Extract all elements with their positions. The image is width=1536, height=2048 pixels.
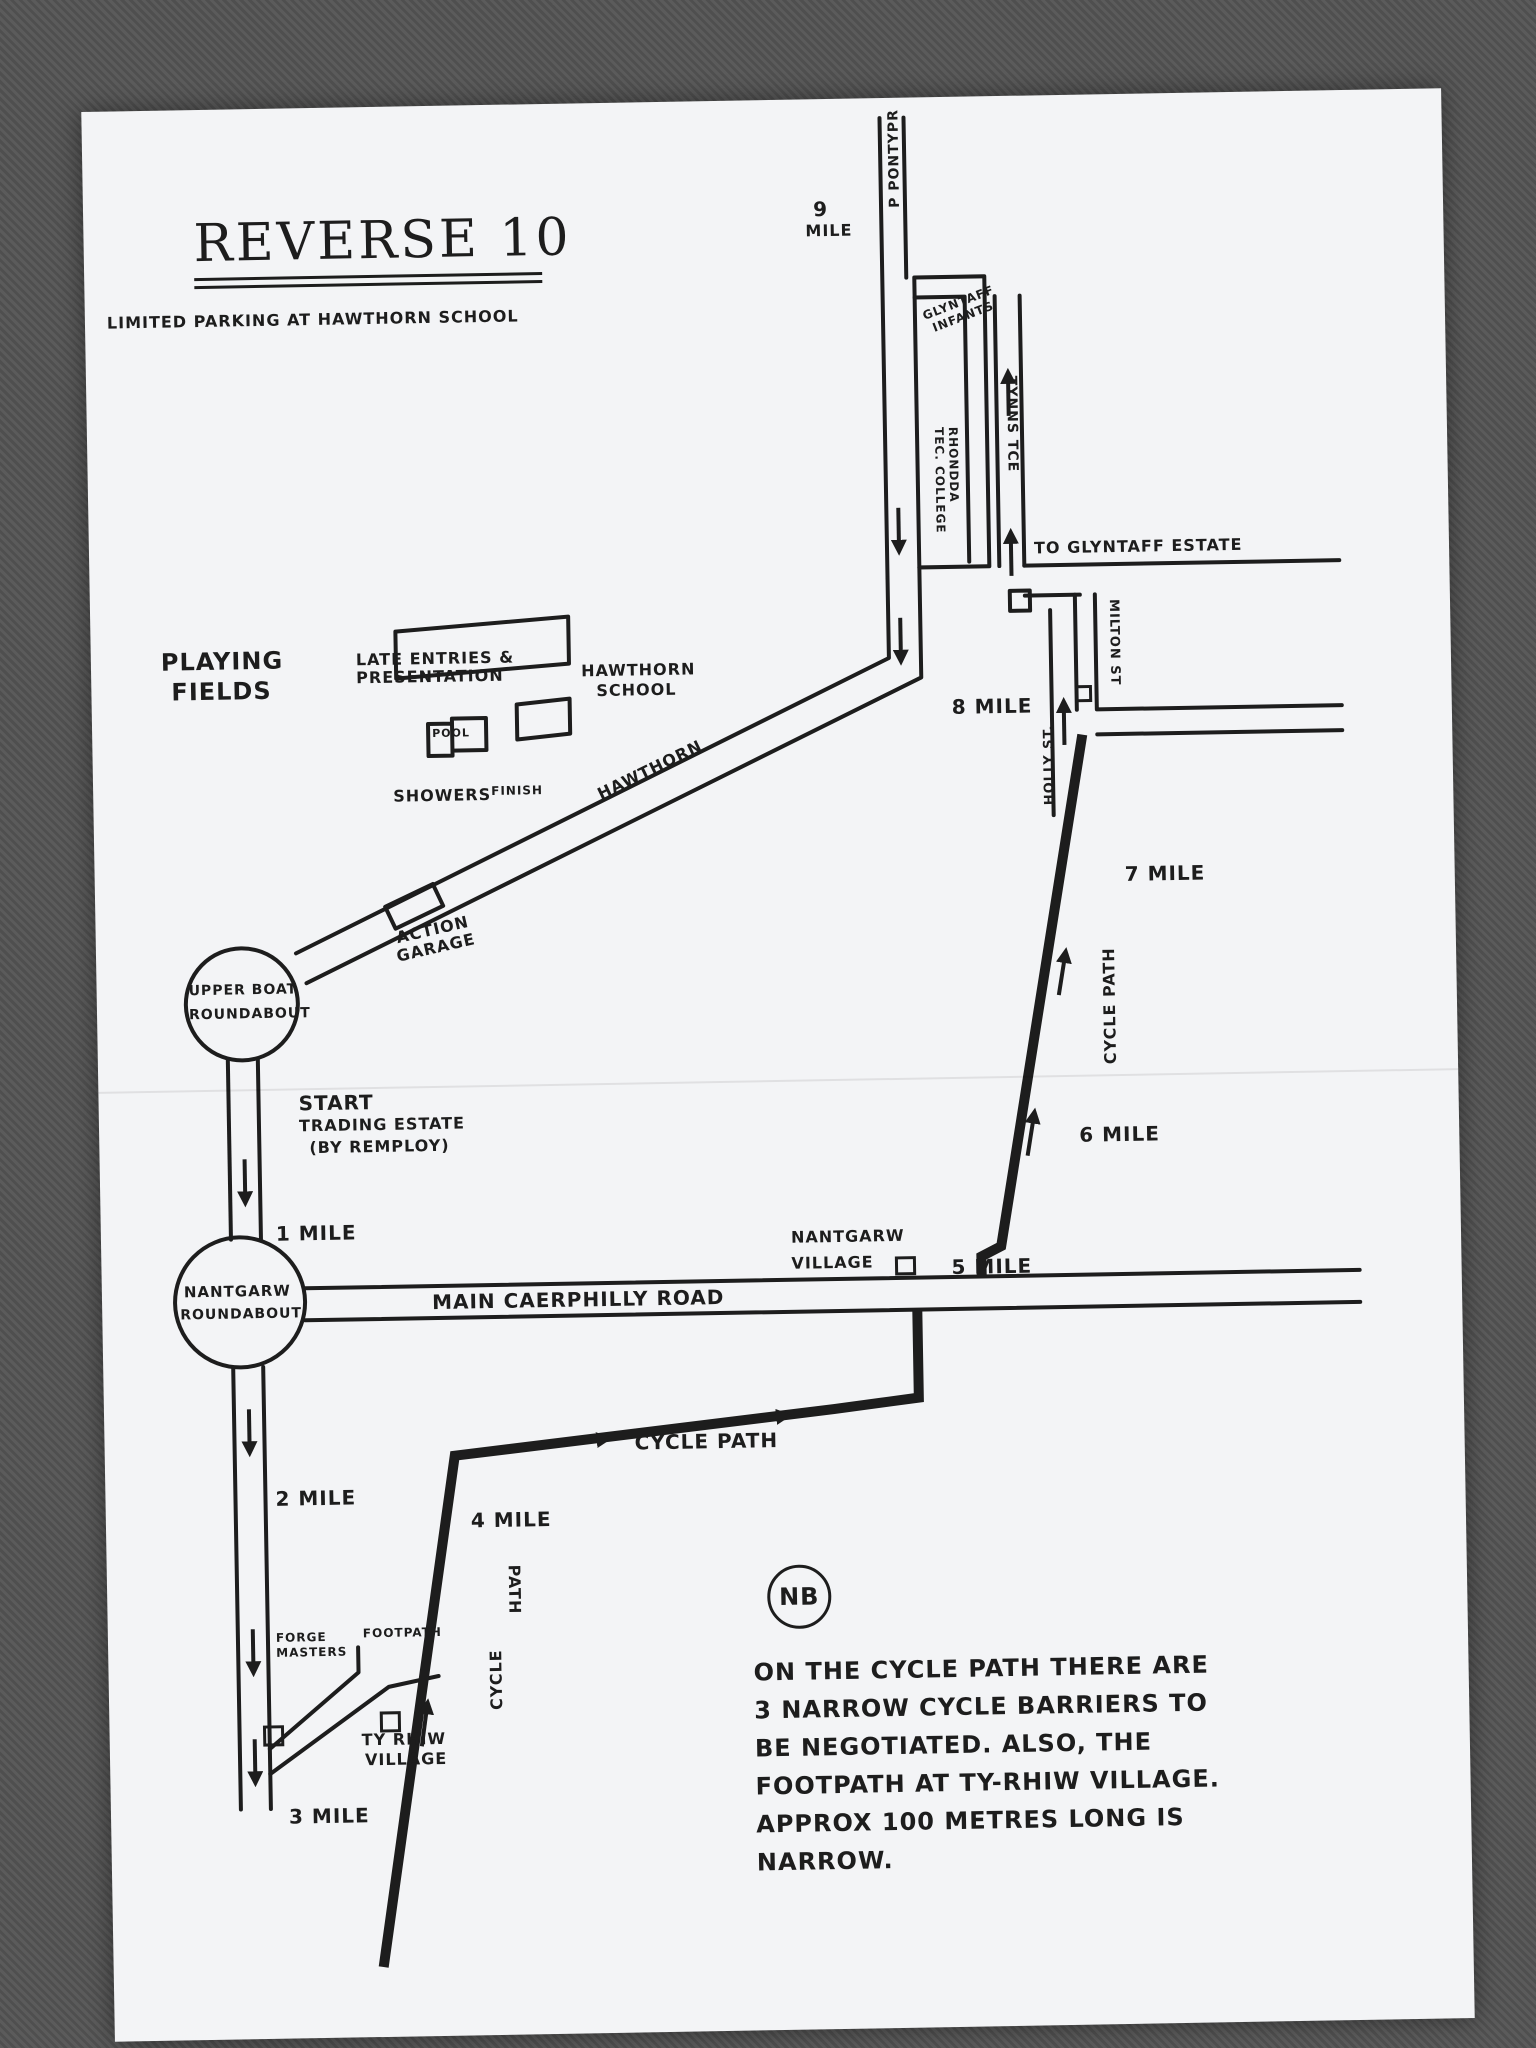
upper-boat-roundabout	[183, 946, 300, 1063]
direction-arrow	[237, 1159, 254, 1208]
cycle-path-lower	[378, 1309, 924, 1968]
cycle-path-label-mid: Cycle Path	[634, 1428, 779, 1455]
mile-5: 5 Mile	[951, 1253, 1033, 1279]
upper-boat-label: Upper Boat	[188, 981, 298, 1000]
note-line: narrow.	[756, 1846, 894, 1877]
direction-arrow	[564, 1432, 613, 1448]
ty-rhiw-marker	[379, 1711, 402, 1733]
hawthorn-road-edge-b	[304, 565, 924, 986]
note-line: Approx 100 metres long is	[756, 1803, 1185, 1839]
direction-arrow	[245, 1629, 262, 1678]
nantgarw-roundabout-label-2: Roundabout	[180, 1305, 303, 1324]
map-title: Reverse 10	[193, 207, 573, 275]
direction-arrow	[241, 1409, 258, 1458]
late-entries-building	[393, 614, 571, 681]
nantgarw-village-label-2: Village	[791, 1252, 874, 1273]
forge-masters-label: Forge	[275, 1629, 327, 1645]
junction-box	[1007, 588, 1033, 613]
showers-label: Showers	[393, 784, 492, 806]
to-glyntaff-estate-label: To Glyntaff Estate	[1033, 534, 1243, 558]
mile-2: 2 Mile	[275, 1485, 357, 1511]
trading-estate-label: Trading Estate	[298, 1113, 466, 1136]
glyntaff-estate-road	[1022, 558, 1342, 598]
nantgarw-roundabout	[173, 1235, 308, 1370]
tynns-tce-road	[992, 293, 1027, 569]
direction-arrow	[1055, 947, 1072, 996]
mile-6: 6 Mile	[1079, 1121, 1161, 1147]
mile-4: 4 Mile	[470, 1507, 552, 1533]
mile-3: 3 Mile	[288, 1803, 370, 1829]
mile-8: 8 Mile	[951, 693, 1033, 719]
forge-masters-marker	[262, 1725, 285, 1747]
playing-fields-label: Playing	[160, 646, 284, 677]
direction-arrow	[743, 1408, 793, 1425]
pontypridd-label: P Pontypr	[885, 108, 904, 208]
direction-arrow	[247, 1739, 264, 1788]
hawthorn-school-label-2: School	[596, 679, 677, 701]
road-upper-boat-to-nantgarw-b	[255, 1057, 263, 1242]
pool-building	[425, 716, 489, 759]
by-remploy-label: (By Remploy)	[309, 1135, 450, 1158]
map-sheet: Reverse 10 Limited parking at Hawthorn S…	[81, 88, 1475, 2042]
pontypridd-road-left-edge	[877, 116, 890, 581]
cycle-barrier-note: On the cycle path there are 3 narrow cyc…	[753, 1650, 1221, 1888]
hawthorn-school-label: Hawthorn	[580, 659, 696, 681]
main-caerphilly-road-south	[303, 1299, 1363, 1323]
direction-arrow	[1002, 527, 1019, 576]
nantgarw-village-marker	[894, 1256, 917, 1276]
footpath-label: Footpath	[362, 1624, 443, 1641]
note-line: On the cycle path there are	[753, 1650, 1210, 1687]
hawthorn-road-edge-a	[293, 576, 891, 956]
tynns-tce-label: Tynns Tce	[1003, 375, 1021, 473]
mile-7: 7 Mile	[1124, 860, 1206, 886]
hawthorn-school-building	[514, 696, 573, 742]
direction-arrow	[890, 507, 907, 556]
ty-rhiw-label-2: Village	[364, 1748, 448, 1770]
direction-arrow	[1000, 367, 1017, 416]
milton-street	[1092, 592, 1345, 737]
upper-boat-label-2: Roundabout	[188, 1005, 311, 1024]
main-caerphilly-road-north	[302, 1267, 1362, 1291]
note-line: footpath at Ty-Rhiw village.	[755, 1764, 1221, 1801]
action-garage-building	[383, 881, 446, 931]
milton-st-marker	[1074, 684, 1093, 703]
school-buildings	[912, 294, 972, 564]
nantgarw-village-label: Nantgarw	[790, 1225, 905, 1247]
rhondda-college-label-2: Tec. College	[931, 426, 948, 534]
cycle-path-upper	[976, 733, 1088, 1277]
direction-arrow	[1024, 1107, 1041, 1156]
main-caerphilly-road-label: Main Caerphilly Road	[431, 1284, 725, 1315]
forge-masters-label-2: Masters	[276, 1644, 348, 1660]
ty-rhiw-label: Ty Rhiw	[361, 1728, 447, 1750]
road-upper-boat-to-nantgarw-a	[225, 1057, 233, 1242]
note-line: be negotiated. Also, the	[754, 1727, 1153, 1763]
note-line: 3 narrow cycle barriers to	[754, 1688, 1209, 1725]
road-south-a	[231, 1365, 243, 1812]
playing-fields-label-2: Fields	[171, 676, 272, 707]
mile-1: 1 Mile	[275, 1220, 357, 1246]
direction-arrow	[418, 1698, 435, 1747]
holly-st-label: Holly St.	[1041, 724, 1058, 806]
pool-label: Pool	[432, 726, 471, 740]
start-label: Start	[298, 1090, 374, 1116]
cycle-path-label-lower-2: Path	[504, 1564, 525, 1615]
presentation-label: Presentation	[356, 665, 504, 688]
finish-label: Finish	[491, 783, 544, 798]
milton-st-label: Milton St	[1105, 598, 1123, 686]
mile-9-number: 9	[812, 196, 829, 222]
route-map	[173, 115, 1363, 1968]
cycle-path-label-upper: Cycle Path	[1098, 947, 1121, 1065]
glyntaff-block	[912, 274, 992, 570]
nantgarw-roundabout-label: Nantgarw	[183, 1281, 291, 1302]
direction-arrow	[892, 617, 909, 666]
rhondda-college-label: Rhondda	[945, 426, 962, 503]
cycle-path-label-lower: Cycle	[486, 1649, 507, 1711]
pontypridd-road-right-edge	[901, 115, 909, 280]
direction-arrow	[1055, 696, 1072, 745]
road-south-b	[261, 1365, 273, 1811]
mile-9-word: Mile	[805, 220, 853, 241]
